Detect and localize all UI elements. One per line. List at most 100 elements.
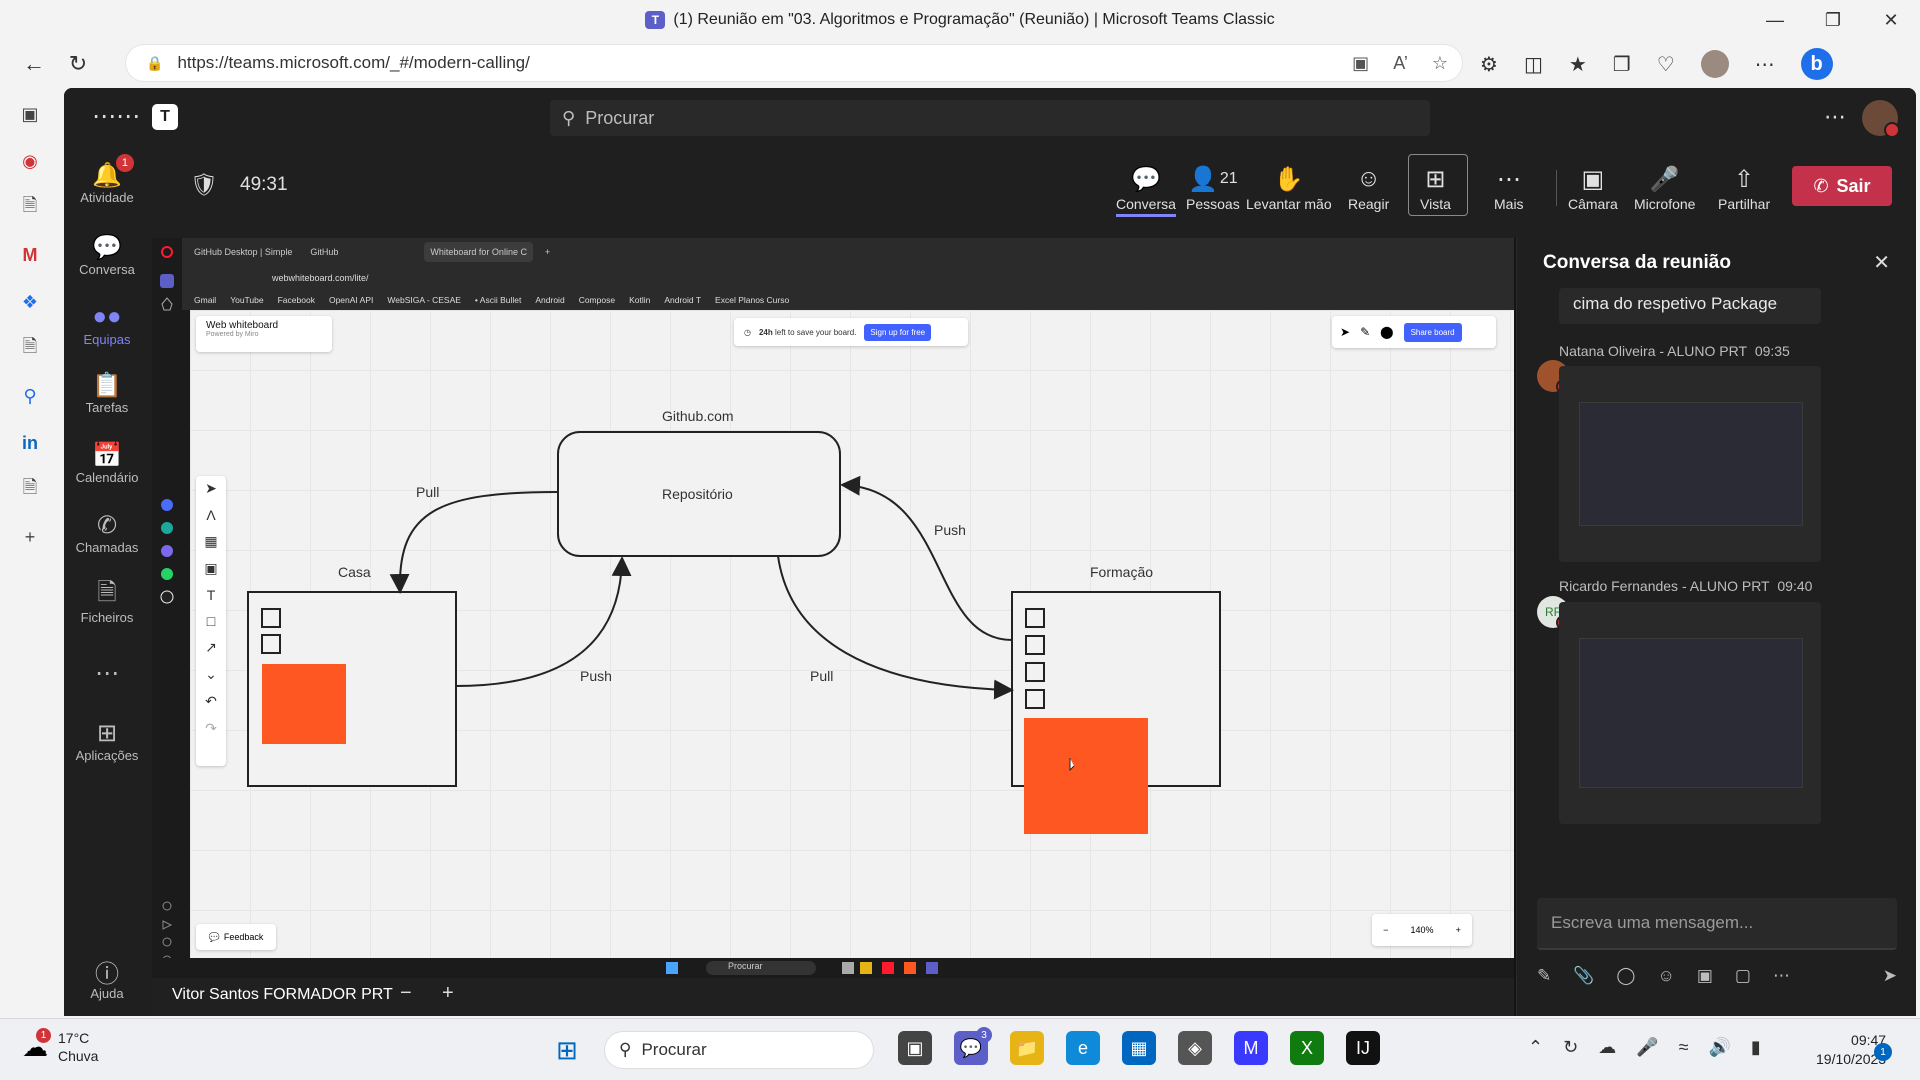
- screenshot-thumbnail[interactable]: [1579, 638, 1803, 788]
- attach-icon[interactable]: 📎: [1573, 966, 1595, 985]
- minimize-button[interactable]: —: [1766, 9, 1784, 30]
- app-icon[interactable]: M: [1234, 1031, 1268, 1065]
- performance-icon[interactable]: ♡: [1656, 53, 1675, 76]
- windows-search-input[interactable]: ⚲ Procurar: [604, 1031, 874, 1069]
- office-icon[interactable]: ❖: [21, 291, 39, 312]
- collections-icon[interactable]: ❐: [1612, 53, 1631, 76]
- record-icon[interactable]: ◉: [22, 150, 38, 171]
- copilot-icon[interactable]: b: [1800, 48, 1833, 80]
- hand-icon: ✋: [1273, 165, 1304, 193]
- close-chat-icon[interactable]: ✕: [1873, 252, 1890, 274]
- chat-message-image[interactable]: [1559, 602, 1821, 824]
- sync-icon[interactable]: ↻: [1563, 1037, 1579, 1057]
- teams-icon: ●●: [92, 303, 122, 330]
- settings-more-icon[interactable]: ⋯: [1824, 104, 1846, 129]
- raise-hand-button[interactable]: ✋ Levantar mão: [1246, 162, 1332, 213]
- address-bar[interactable]: 🔒 https://teams.microsoft.com/_#/modern-…: [126, 45, 1462, 81]
- react-button[interactable]: ☺ Reagir: [1348, 162, 1389, 212]
- bookmark: WebSIGA - CESAE: [387, 295, 461, 305]
- microphone-button[interactable]: 🎤 Microfone: [1634, 162, 1695, 213]
- rail-item-aplicacoes[interactable]: ⊞ Aplicações: [75, 719, 139, 764]
- format-icon[interactable]: ✎: [1537, 966, 1552, 985]
- favorite-star-icon[interactable]: ☆: [1431, 52, 1448, 73]
- app-launcher-icon[interactable]: ⋯⋯: [92, 103, 140, 130]
- refresh-button[interactable]: ↻: [68, 51, 88, 76]
- orange-block: [262, 664, 346, 744]
- wifi-icon[interactable]: ≈: [1678, 1037, 1689, 1057]
- loop-icon[interactable]: ◯: [1616, 966, 1636, 985]
- phone-hangup-icon: ✆: [1813, 175, 1829, 196]
- rail-item-ajuda[interactable]: ⓘ Ajuda: [64, 956, 150, 1002]
- chevron-up-icon[interactable]: ⌃: [1528, 1037, 1544, 1057]
- linkedin-icon[interactable]: in: [22, 432, 38, 453]
- pessoas-button[interactable]: 👤21 Pessoas: [1186, 162, 1240, 213]
- teams-logo-icon: T: [152, 104, 178, 130]
- leave-button[interactable]: ✆ Sair: [1792, 166, 1892, 206]
- help-icon: ⓘ: [95, 960, 119, 988]
- windows-start-icon[interactable]: ⊞: [556, 1035, 578, 1065]
- notification-badge[interactable]: 1: [1874, 1043, 1892, 1061]
- activity-badge: 1: [115, 154, 134, 172]
- share-tray-icon: ⇧: [1734, 165, 1755, 193]
- search-sidebar-icon[interactable]: ⚲: [23, 385, 37, 406]
- read-aloud-icon[interactable]: A’: [1393, 52, 1408, 73]
- user-avatar[interactable]: [1862, 100, 1900, 138]
- rail-item-equipas[interactable]: ●● Equipas: [83, 303, 131, 347]
- edge-icon[interactable]: e: [1066, 1031, 1100, 1065]
- unity-icon[interactable]: ◈: [1178, 1031, 1212, 1065]
- vista-highlight: [1408, 154, 1468, 216]
- teams-chat-icon[interactable]: 💬3: [954, 1027, 992, 1065]
- teams-search-input[interactable]: ⚲ Procurar: [550, 100, 1430, 136]
- more-options-icon[interactable]: ⋯: [1772, 966, 1790, 985]
- document-icon[interactable]: 🗎: [22, 195, 38, 215]
- more-icon[interactable]: ⋯: [1754, 53, 1775, 76]
- tab-actions-icon[interactable]: ▣: [21, 103, 39, 124]
- message-input[interactable]: Escreva uma mensagem...: [1537, 898, 1897, 950]
- rail-item-chamadas[interactable]: ✆ Chamadas: [75, 511, 139, 556]
- zoom-in-share-button[interactable]: +: [442, 982, 454, 1004]
- favorites-icon[interactable]: ★: [1568, 53, 1587, 76]
- ellipsis-icon: ⋯: [95, 659, 119, 687]
- camera-button[interactable]: ▣ Câmara: [1568, 162, 1618, 213]
- camera-indicator-icon[interactable]: ▣: [1352, 52, 1370, 73]
- document-icon[interactable]: 🗎: [22, 336, 38, 356]
- sticker-icon[interactable]: ▢: [1734, 966, 1751, 985]
- store-icon[interactable]: ▦: [1122, 1031, 1156, 1065]
- back-button[interactable]: ←: [23, 51, 45, 76]
- more-apps-button[interactable]: ⋯: [64, 658, 150, 688]
- send-icon[interactable]: ➤: [1882, 966, 1897, 985]
- restore-button[interactable]: ❐: [1824, 9, 1842, 30]
- xbox-icon[interactable]: X: [1290, 1031, 1324, 1065]
- add-icon[interactable]: +: [24, 526, 36, 547]
- split-screen-icon[interactable]: ◫: [1523, 53, 1543, 76]
- gif-icon[interactable]: ▣: [1696, 966, 1713, 985]
- profile-avatar[interactable]: [1700, 50, 1729, 78]
- conversa-button[interactable]: 💬 Conversa: [1116, 162, 1176, 217]
- mic-icon[interactable]: 🎤: [1636, 1037, 1659, 1057]
- rail-item-tarefas[interactable]: 📋 Tarefas: [85, 371, 129, 416]
- rail-item-conversa[interactable]: 💬 Conversa: [79, 233, 135, 278]
- battery-icon[interactable]: ▮: [1750, 1037, 1761, 1057]
- emoji-icon[interactable]: ☺: [1657, 966, 1675, 985]
- push-label: Push: [934, 522, 966, 538]
- onedrive-icon[interactable]: ☁: [1598, 1037, 1617, 1057]
- document-icon[interactable]: 🗎: [22, 477, 38, 497]
- intellij-icon[interactable]: IJ: [1346, 1031, 1380, 1065]
- chat-message-image[interactable]: [1559, 366, 1821, 562]
- task-view-icon[interactable]: ▣: [898, 1031, 932, 1065]
- repository-box: [557, 431, 841, 557]
- zoom-out-share-button[interactable]: −: [400, 982, 412, 1004]
- rail-item-atividade[interactable]: 🔔1 Atividade: [64, 154, 150, 205]
- gmail-icon[interactable]: M: [22, 244, 38, 265]
- screenshot-thumbnail[interactable]: [1579, 402, 1803, 526]
- volume-icon[interactable]: 🔊: [1708, 1037, 1731, 1057]
- rail-item-ficheiros[interactable]: 🗎 Ficheiros: [80, 578, 134, 626]
- close-window-button[interactable]: ✕: [1883, 9, 1899, 30]
- rail-item-calendario[interactable]: 📅 Calendário: [75, 441, 139, 486]
- view-button[interactable]: ⊞ Vista: [1420, 162, 1451, 213]
- extensions-icon[interactable]: ⚙: [1480, 53, 1498, 76]
- file-explorer-icon[interactable]: 📁: [1010, 1031, 1044, 1065]
- more-button[interactable]: ⋯ Mais: [1494, 162, 1524, 213]
- share-button[interactable]: ⇧ Partilhar: [1718, 162, 1770, 213]
